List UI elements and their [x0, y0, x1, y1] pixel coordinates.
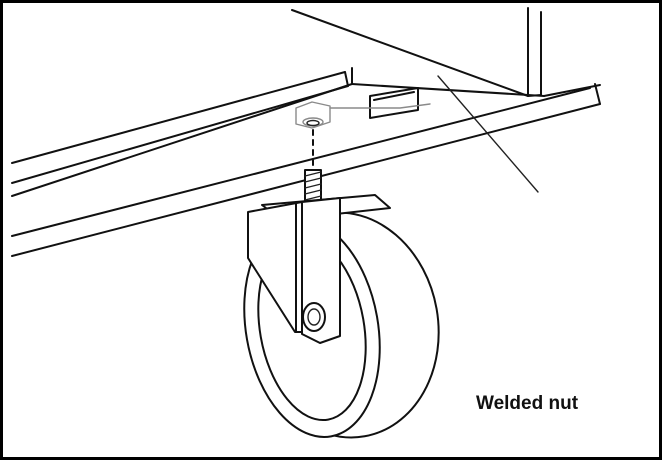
welded-nut: [295, 101, 431, 129]
frame-rail: [11, 67, 601, 257]
caster-installation-diagram: [11, 7, 601, 439]
welded-nut-label: Welded nut: [476, 393, 579, 414]
caster-fork: [247, 194, 391, 344]
callout-leader-line: [437, 75, 539, 193]
threaded-stud: [304, 169, 322, 203]
cabinet-body: [291, 7, 542, 97]
rail-slot: [369, 87, 419, 119]
